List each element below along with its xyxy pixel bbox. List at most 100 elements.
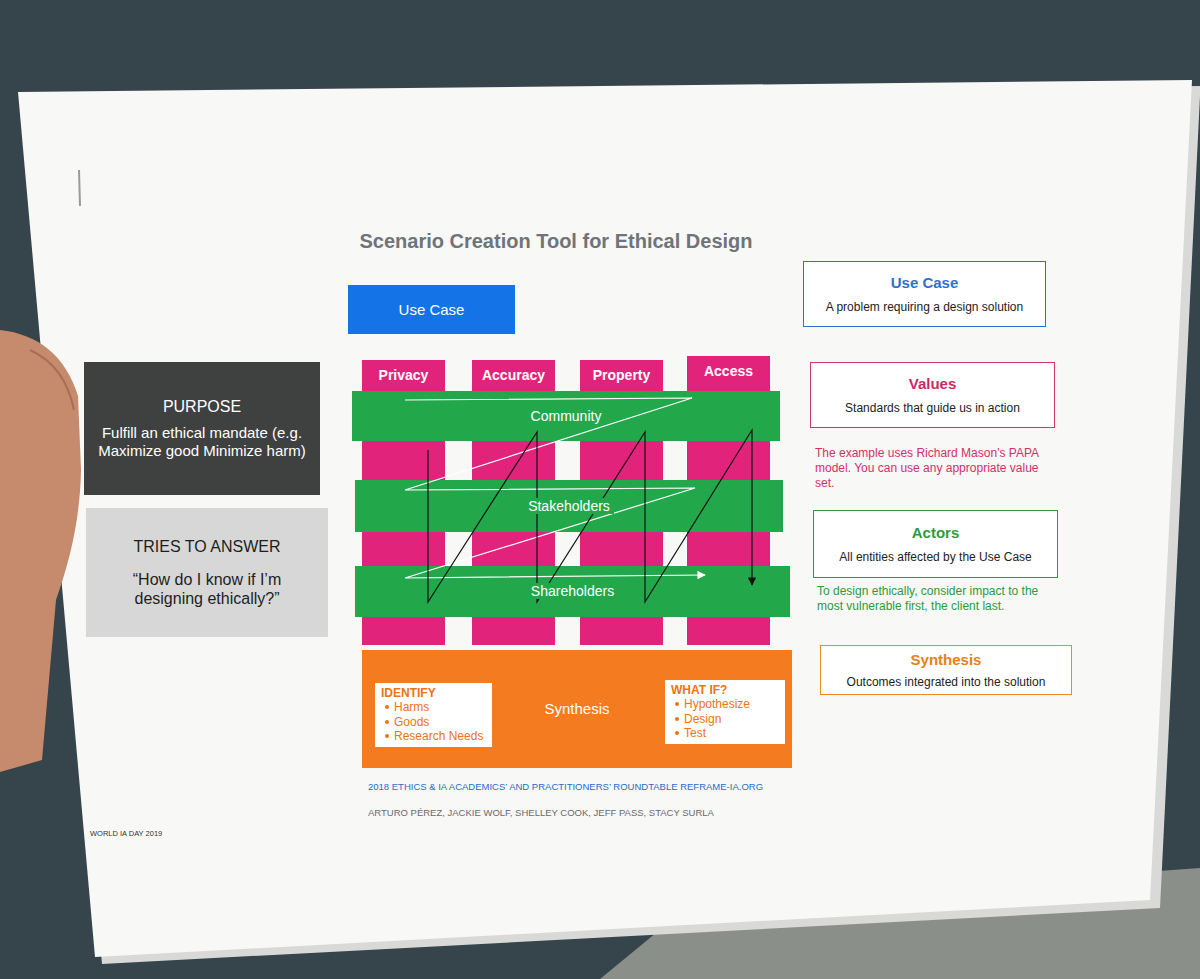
- box-heading: Values: [909, 375, 957, 392]
- box-text: Goods: [394, 715, 429, 729]
- use-case-box: Use Case: [348, 285, 515, 334]
- bullet-dot: [675, 717, 679, 721]
- label-text: To design ethically, consider impact to …: [817, 584, 1038, 613]
- paper-sheet: [18, 80, 1192, 957]
- box-heading-line: Property: [593, 367, 651, 384]
- bullet-dot: [385, 734, 389, 738]
- box-text: Test: [684, 726, 706, 740]
- box-text-line: Harms: [381, 700, 429, 714]
- box-text: Research Needs: [394, 729, 483, 743]
- box-heading: Community: [527, 408, 606, 424]
- box-text-line: Standards that guide us in action: [845, 401, 1020, 415]
- box-text: “How do I know if I’m designing ethicall…: [133, 571, 281, 607]
- box-heading-line: IDENTIFY: [381, 686, 436, 700]
- box-heading-line: Actors: [912, 524, 960, 542]
- hand: [0, 330, 81, 772]
- box-heading-line: TRIES TO ANSWER: [134, 537, 281, 556]
- box-text-line: A problem requiring a design solution: [826, 300, 1023, 314]
- box-heading-line: Use Case: [891, 274, 959, 292]
- box-heading: Synthesis: [544, 700, 609, 717]
- box-heading: Privacy: [379, 367, 429, 383]
- box-heading-line: Use Case: [399, 301, 465, 319]
- diagram-title: Scenario Creation Tool for Ethical Desig…: [359, 230, 752, 253]
- box-text: Harms: [394, 700, 429, 714]
- question-panel: TRIES TO ANSWER “How do I know if I’m des…: [86, 508, 328, 637]
- box-heading-line: WHAT IF?: [671, 683, 727, 697]
- box-text-line: Outcomes integrated into the solution: [847, 675, 1046, 689]
- box-text-line: Research Needs: [381, 729, 483, 743]
- actor-band: Stakeholders: [355, 480, 783, 532]
- reading-path-line: [405, 398, 705, 578]
- key-box: SynthesisOutcomes integrated into the so…: [820, 645, 1072, 695]
- key-box: ActorsAll entities affected by the Use C…: [813, 510, 1058, 578]
- staple: [79, 170, 80, 206]
- box-heading: Stakeholders: [524, 498, 614, 514]
- bullet-dot: [675, 731, 679, 735]
- paper-stack: [24, 86, 1200, 964]
- title-text: Scenario Creation Tool for Ethical Desig…: [359, 230, 752, 252]
- box-text: Hypothesize: [684, 697, 750, 711]
- box-heading: Access: [704, 363, 753, 379]
- box-text-line: Design: [671, 712, 721, 726]
- box-text: Fulfill an ethical mandate (e.g. Maximiz…: [98, 424, 306, 459]
- box-heading: Accuracy: [482, 367, 545, 383]
- trouser-leg: [600, 868, 1200, 979]
- box-text-line: Goods: [381, 715, 429, 729]
- box-heading: Use Case: [399, 301, 465, 318]
- box-heading: PURPOSE: [163, 398, 241, 415]
- authors-line: ARTURO PÉREZ, JACKIE WOLF, SHELLEY COOK,…: [368, 807, 714, 819]
- values-note: The example uses Richard Mason’s PAPA mo…: [815, 446, 1055, 491]
- credit-line: 2018 ETHICS & IA ACADEMICS’ AND PRACTITI…: [368, 781, 763, 793]
- box-heading-line: Privacy: [379, 367, 429, 384]
- bullet-dot: [385, 720, 389, 724]
- box-heading: Synthesis: [911, 651, 982, 668]
- box-text-line: “How do I know if I’m designing ethicall…: [98, 570, 316, 608]
- event-tag: WORLD IA DAY 2019: [90, 829, 162, 838]
- box-text: A problem requiring a design solution: [826, 300, 1023, 314]
- column-path-line: [428, 430, 752, 602]
- box-text: Standards that guide us in action: [845, 401, 1020, 415]
- box-heading: TRIES TO ANSWER: [134, 538, 281, 555]
- box-heading-line: PURPOSE: [163, 397, 241, 416]
- label-text: ARTURO PÉREZ, JACKIE WOLF, SHELLEY COOK,…: [368, 807, 714, 818]
- box-heading: Property: [593, 367, 651, 383]
- label-text: WORLD IA DAY 2019: [90, 829, 162, 838]
- box-heading: IDENTIFY: [381, 686, 436, 700]
- synthesis-panel: Synthesis IDENTIFYHarmsGoodsResearch Need…: [362, 650, 792, 768]
- thumb-crease: [30, 350, 74, 410]
- identify-box: IDENTIFYHarmsGoodsResearch Needs: [375, 683, 492, 747]
- box-heading: Shareholders: [527, 583, 618, 599]
- box-heading: Use Case: [891, 274, 959, 291]
- box-text-line: Fulfill an ethical mandate (e.g. Maximiz…: [96, 424, 308, 460]
- bullet-dot: [385, 705, 389, 709]
- box-text: Outcomes integrated into the solution: [847, 675, 1046, 689]
- box-heading: Actors: [912, 524, 960, 541]
- what-if-box: WHAT IF?HypothesizeDesignTest: [665, 680, 785, 744]
- box-text: Design: [684, 712, 721, 726]
- actor-band: Community: [352, 391, 780, 441]
- box-heading-line: Access: [704, 363, 753, 380]
- box-heading-line: Values: [909, 375, 957, 393]
- label-text: The example uses Richard Mason’s PAPA mo…: [815, 446, 1039, 490]
- box-text: All entities affected by the Use Case: [839, 550, 1032, 564]
- actor-band: Shareholders: [355, 566, 790, 617]
- key-box: ValuesStandards that guide us in action: [810, 362, 1055, 428]
- box-heading-line: Synthesis: [911, 651, 982, 669]
- box-text-line: Hypothesize: [671, 697, 750, 711]
- box-heading-line: Accuracy: [482, 367, 545, 384]
- label-text: 2018 ETHICS & IA ACADEMICS’ AND PRACTITI…: [368, 781, 763, 792]
- box-heading: WHAT IF?: [671, 683, 727, 697]
- bullet-dot: [675, 702, 679, 706]
- box-text-line: Test: [671, 726, 706, 740]
- box-heading-line: Synthesis: [544, 700, 609, 718]
- box-heading-line: Community: [527, 408, 606, 425]
- key-box: Use Case A problem requiring a design sol…: [803, 261, 1046, 327]
- box-text-line: All entities affected by the Use Case: [839, 550, 1032, 564]
- box-heading-line: Stakeholders: [524, 498, 614, 515]
- purpose-panel: PURPOSE Fulfill an ethical mandate (e.g. …: [84, 362, 320, 495]
- actors-note: To design ethically, consider impact to …: [817, 584, 1062, 614]
